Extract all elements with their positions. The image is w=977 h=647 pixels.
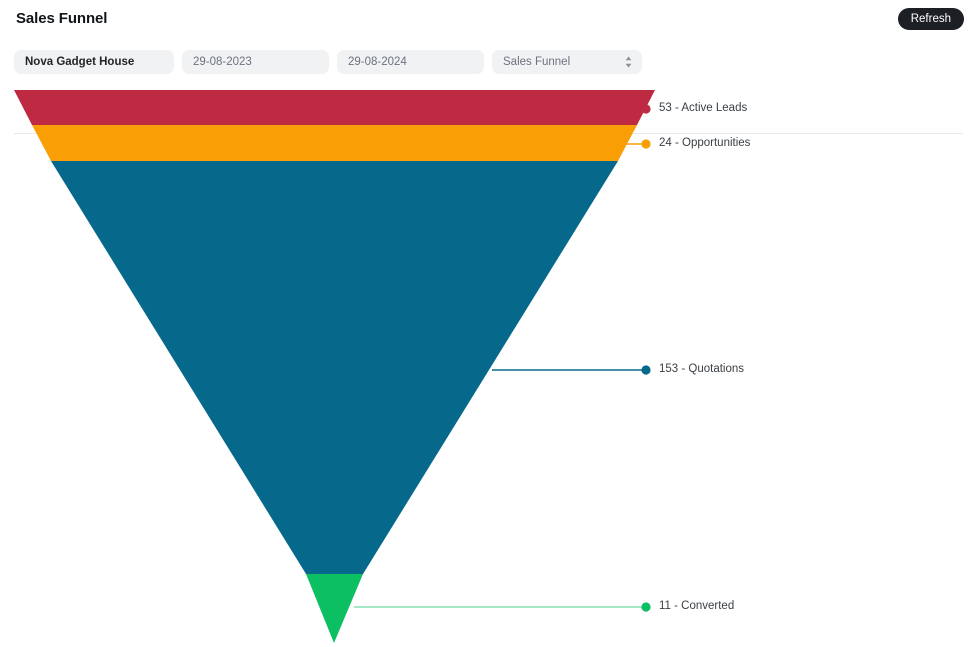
page-header: Sales Funnel Refresh [0,0,977,42]
refresh-button[interactable]: Refresh [897,8,964,30]
chart-type-select[interactable] [492,50,642,74]
company-filter-input[interactable] [14,50,174,74]
filter-bar [0,50,977,134]
page-title: Sales Funnel [16,10,108,27]
funnel-label-quotations: 153 - Quotations [659,363,745,375]
connector-converted [354,602,651,612]
connector-active-leads [640,104,651,114]
funnel-segment-opportunities[interactable] [32,125,637,161]
funnel-segment-active-leads[interactable] [14,90,655,125]
connector-opportunities [608,139,651,149]
from-date-filter-input[interactable] [182,50,329,74]
funnel-label-converted: 11 - Converted [659,600,735,612]
funnel-segment-converted[interactable] [306,574,363,643]
funnel-label-opportunities: 24 - Opportunities [659,137,751,149]
connector-quotations [492,365,651,375]
funnel-label-active-leads: 53 - Active Leads [659,102,748,114]
to-date-filter-input[interactable] [337,50,484,74]
funnel-segment-quotations[interactable] [51,161,618,574]
funnel-chart-svg [14,90,655,643]
funnel-chart: 53 - Active Leads 24 - Opportunities 153… [0,84,977,647]
chart-type-select-value[interactable] [492,50,642,74]
